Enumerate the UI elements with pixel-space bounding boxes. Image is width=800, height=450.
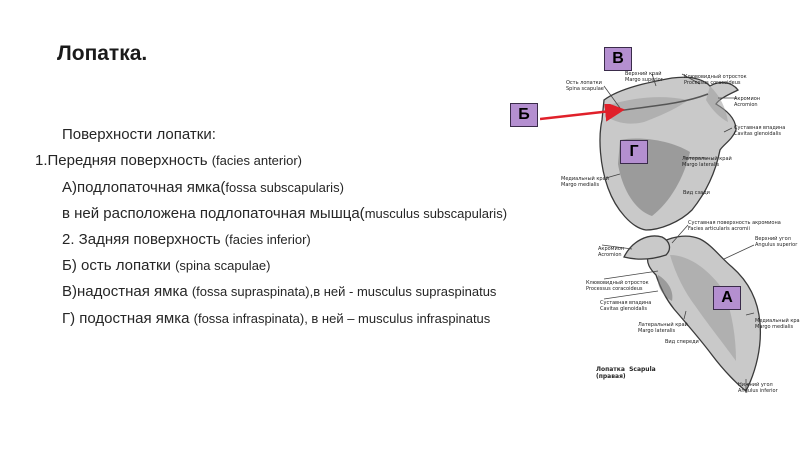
spine-arrow: [540, 104, 625, 122]
badge-v: В: [604, 47, 632, 71]
label-coracoid-anterior: Клювовидный отросток Processus coracoide…: [586, 280, 649, 292]
slide-body: Поверхности лопатки: 1.Передняя поверхно…: [0, 118, 546, 338]
label-margo-superior: Верхний край Margo superior: [625, 71, 663, 83]
label-glenoid-anterior: Суставная впадина Cavitas glenoidalis: [600, 300, 652, 312]
scapula-anterior-illustration: [601, 224, 762, 392]
figure-caption: Лопатка Scapula (правая): [596, 366, 656, 380]
line-latin: (fossa supraspinata),в ней - musculus su…: [191, 284, 497, 299]
label-facies-acromii: Суставная поверхность акромиона Facies a…: [688, 220, 781, 232]
label-angulus-inferior: Нижний угол Angulus inferior: [738, 382, 778, 394]
line-text: Б) ость лопатки: [62, 257, 176, 274]
line-latin: musculus subscapularis): [364, 206, 508, 221]
line-latin: (spina scapulae): [175, 258, 271, 273]
body-line: Г) подостная ямка (fossa infraspinata), …: [62, 310, 490, 327]
label-margo-medialis-anterior: Медиальный край Margo medialis: [755, 318, 800, 330]
line-latin: fossa subscapularis): [225, 180, 344, 195]
badge-g: Г: [620, 140, 648, 164]
body-line: А)подлопаточная ямка(fossa subscapularis…: [62, 179, 344, 196]
line-latin: (facies inferior): [224, 232, 311, 247]
line-latin: (facies anterior): [211, 153, 303, 168]
label-spina: Ость лопатки Spina scapulae: [566, 80, 604, 92]
label-glenoid: Суставная впадина Cavitas glenoidalis: [734, 125, 786, 137]
line-text: Г) подостная ямка: [62, 310, 194, 327]
label-angulus-superior: Верхний угол Angulus superior: [755, 236, 798, 248]
body-line: в ней расположена подлопаточная мышца(mu…: [62, 205, 507, 222]
badge-a: А: [713, 286, 741, 310]
label-coracoid: Клювовидный отросток Processus coracoide…: [684, 74, 747, 86]
line-text: в ней расположена подлопаточная мышца(: [62, 205, 365, 222]
label-view-posterior: Вид сзади: [683, 190, 710, 196]
body-line: 2. Задняя поверхность (facies inferior): [62, 231, 311, 248]
badge-b: Б: [510, 103, 538, 127]
line-text: 2. Задняя поверхность: [62, 231, 225, 248]
body-line: Поверхности лопатки:: [62, 126, 216, 143]
body-line: 1.Передняя поверхность (facies anterior): [35, 152, 302, 169]
label-margo-lateralis-anterior: Латеральный край Margo lateralis: [638, 322, 688, 334]
line-latin: (fossa infraspinata), в ней – musculus i…: [193, 311, 491, 326]
line-text: А)подлопаточная ямка(: [62, 179, 226, 196]
line-text: 1.Передняя поверхность: [35, 152, 212, 169]
label-margo-lateralis: Латеральный край Margo lateralis: [682, 156, 732, 168]
label-view-anterior: Вид спереди: [665, 339, 699, 345]
label-margo-medialis: Медиальный край Margo medialis: [561, 176, 609, 188]
body-line: В)надостная ямка (fossa supraspinata),в …: [62, 283, 496, 300]
line-text: В)надостная ямка: [62, 283, 192, 300]
label-acromion: Акромион Acromion: [734, 96, 761, 108]
line-text: Поверхности лопатки:: [62, 126, 216, 143]
slide-title: Лопатка.: [57, 42, 148, 65]
body-line: Б) ость лопатки (spina scapulae): [62, 257, 270, 274]
label-acromion-anterior: Акромион Acromion: [598, 246, 625, 258]
